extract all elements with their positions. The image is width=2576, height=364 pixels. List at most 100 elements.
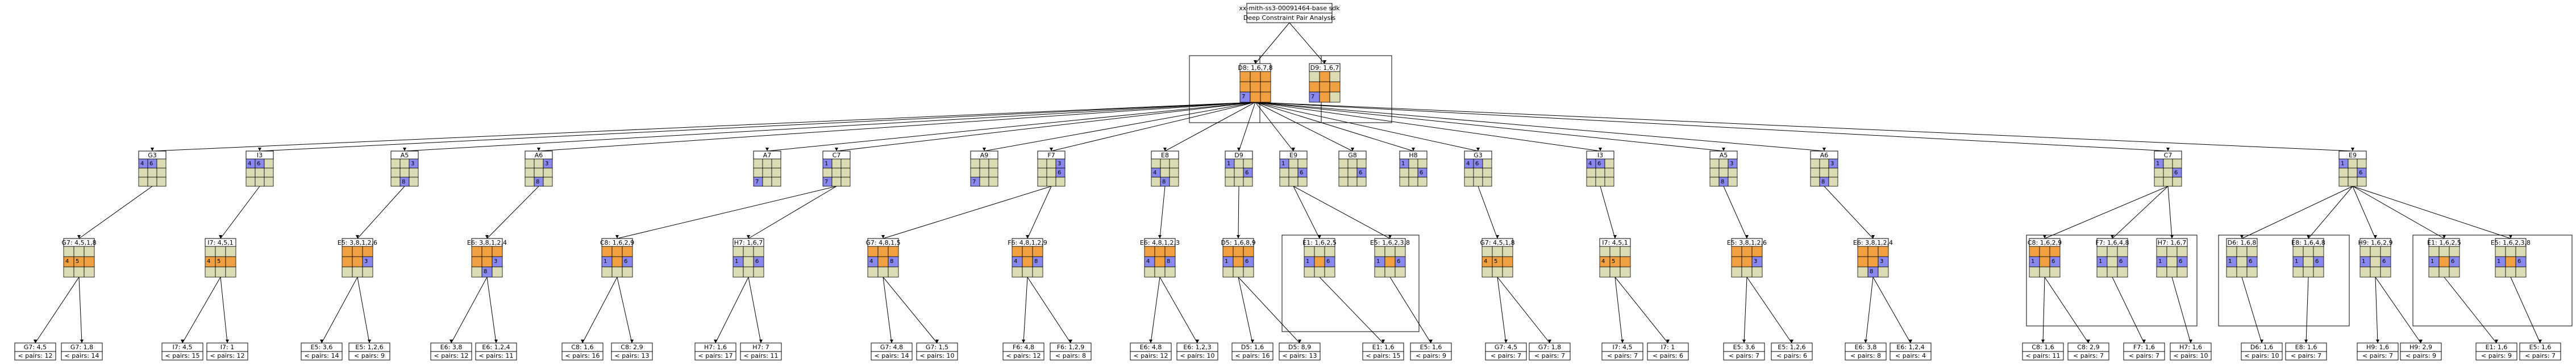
leaf-node[interactable]: E8: 1,6< pairs: 7 [2285,342,2327,361]
leaf-node[interactable]: G7: 1,5< pairs: 10 [916,342,958,361]
leaf-node[interactable]: H9: 2,9< pairs: 9 [2400,342,2442,361]
edge-arrowhead [80,340,84,343]
grid-cell [1037,168,1047,178]
leaf-node[interactable]: D5: 1,6< pairs: 16 [1231,342,1274,361]
leaf-node[interactable]: H7: 1,6< pairs: 17 [694,342,736,361]
leaf-node[interactable]: D5: 8,9< pairs: 13 [1279,342,1321,361]
leaf-node[interactable]: D6: 1,6< pairs: 10 [2241,342,2283,361]
grid-cell [1374,246,1385,257]
leaf-node[interactable]: F6: 1,2,9< pairs: 8 [1050,342,1092,361]
leaf-node[interactable]: C8: 2,9< pairs: 7 [2067,342,2109,361]
leaf-node[interactable]: E6: 1,2,4< pairs: 4 [1890,342,1932,361]
tree-edge [1865,277,1874,344]
leaf-node[interactable]: C8: 1,6< pairs: 11 [2022,342,2064,361]
grid-cell [245,177,256,187]
node-m4[interactable]: E6: 3,8,1,2,438 [467,238,507,278]
leaf-node[interactable]: F6: 4,8< pairs: 12 [1002,342,1044,361]
node-m15[interactable]: E5: 3,8,1,2,63 [1727,238,1767,278]
leaf-node[interactable]: G7: 1,8< pairs: 7 [1529,342,1571,361]
cell-candidate: 7 [755,179,759,185]
leaf-node[interactable]: E6: 1,2,4< pairs: 11 [475,342,517,361]
leaf-pairs-box [161,351,203,361]
grid-cell [1828,177,1838,187]
leaf-node[interactable]: E1: 1,6< pairs: 9 [2475,342,2517,361]
leaf-node[interactable]: C8: 1,6< pairs: 16 [561,342,604,361]
leaf-node[interactable]: E6: 3,8< pairs: 12 [430,342,472,361]
leaf-label: F6: 1,2,9 [1057,344,1085,351]
grid-cell [1417,158,1428,169]
leaf-node[interactable]: I7: 4,5< pairs: 7 [1601,342,1643,361]
leaf-node[interactable]: I7: 4,5< pairs: 15 [161,342,203,361]
node-n5[interactable]: A77 [753,150,781,187]
leaf-node[interactable]: G7: 4,8< pairs: 14 [871,342,913,361]
cell-candidate: 5 [76,258,79,265]
grid-cell [1160,168,1170,178]
leaf-node[interactable]: E5: 1,2,6< pairs: 6 [1771,342,1813,361]
leaf-node[interactable]: E5: 1,6< pairs: 7 [2519,342,2561,361]
node-n7[interactable]: A97 [970,150,998,187]
leaf-node[interactable]: H7: 7< pairs: 11 [740,342,782,361]
leaf-node[interactable]: I7: 1< pairs: 6 [1647,342,1689,361]
node-n12[interactable]: G86 [1338,150,1367,187]
leaf-node[interactable]: G7: 4,5< pairs: 12 [14,342,56,361]
leaf-node[interactable]: E5: 1,6< pairs: 9 [1410,342,1452,361]
node-r2[interactable]: D9: 1,6,77 [1309,63,1341,103]
leaf-node[interactable]: E6: 4,8< pairs: 12 [1130,342,1172,361]
leaf-node[interactable]: H7: 1,6< pairs: 10 [2170,342,2212,361]
leaf-node[interactable]: E5: 3,6< pairs: 7 [1723,342,1765,361]
grid-cell [1709,168,1720,178]
leaf-node[interactable]: E1: 1,6< pairs: 15 [1362,342,1404,361]
leaf-node[interactable]: E5: 3,6< pairs: 14 [301,342,343,361]
leaf-node[interactable]: E6: 1,2,3< pairs: 10 [1176,342,1218,361]
leaf-node[interactable]: E6: 3,8< pairs: 8 [1845,342,1887,361]
leaf-node[interactable]: G7: 1,8< pairs: 14 [61,342,103,361]
node-m3[interactable]: E5: 3,8,1,2,63 [338,238,377,278]
leaf-node[interactable]: F7: 1,6< pairs: 7 [2123,342,2165,361]
node-r1[interactable]: D8: 1,6,7,87 [1238,63,1273,103]
leaf-node[interactable]: G7: 4,5< pairs: 7 [1485,342,1527,361]
leaf-node[interactable]: E5: 1,2,6< pairs: 9 [348,342,390,361]
leaf-pairs-box [2170,351,2212,361]
leaf-label: E5: 3,6 [1733,344,1755,351]
leaf-node[interactable]: H9: 1,6< pairs: 7 [2357,342,2399,361]
leaf-node[interactable]: I7: 1< pairs: 12 [206,342,248,361]
leaf-node[interactable]: C8: 2,9< pairs: 13 [611,342,653,361]
node-m16[interactable]: E6: 3,8,1,2,438 [1853,238,1893,278]
